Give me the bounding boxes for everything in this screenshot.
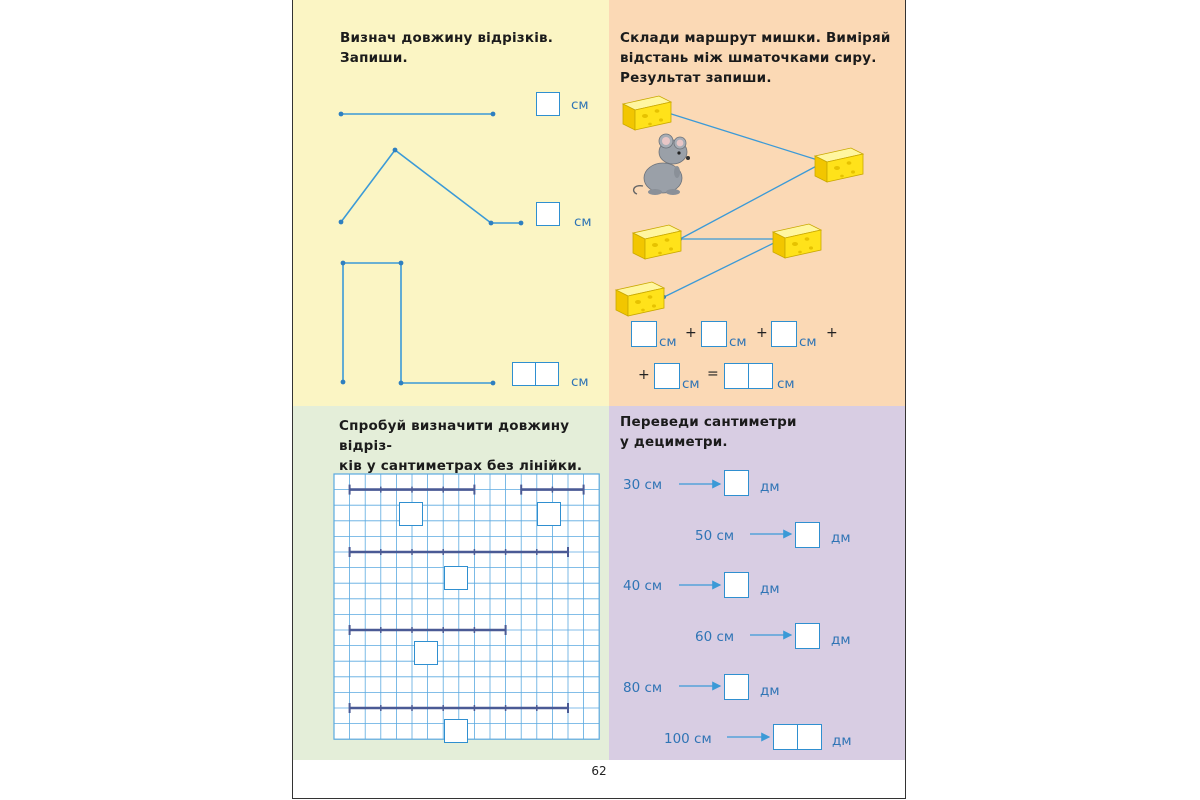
unit-label: см bbox=[777, 376, 795, 392]
answer-box[interactable] bbox=[795, 522, 820, 548]
answer-box-units[interactable] bbox=[797, 724, 822, 750]
answer-box[interactable] bbox=[536, 202, 560, 226]
unit-label: дм bbox=[760, 683, 780, 699]
answer-box[interactable] bbox=[795, 623, 820, 649]
unit-label: см bbox=[659, 334, 677, 350]
answer-box[interactable] bbox=[537, 502, 561, 526]
unit-label: см bbox=[799, 334, 817, 350]
cm-value: 50 см bbox=[695, 528, 735, 544]
task-cm-to-dm: Переведи сантиметри у дециметри. 30 см д… bbox=[609, 406, 905, 760]
unit-label: дм bbox=[832, 733, 852, 749]
cheese-icon bbox=[615, 281, 665, 317]
answer-box[interactable] bbox=[771, 321, 797, 347]
cm-value: 60 см bbox=[695, 629, 735, 645]
answer-box-tens[interactable] bbox=[724, 363, 749, 389]
answer-box-tens[interactable] bbox=[773, 724, 798, 750]
answer-box[interactable] bbox=[536, 92, 560, 116]
broken-line-segment-2 bbox=[342, 262, 493, 384]
cheese-icon bbox=[632, 224, 682, 260]
answer-box[interactable] bbox=[724, 470, 749, 496]
broken-line-segment bbox=[340, 148, 521, 224]
task-instruction: Визнач довжину відрізків. Запиши. bbox=[340, 30, 554, 66]
cheese-icon bbox=[772, 223, 822, 259]
answer-box[interactable] bbox=[444, 566, 468, 590]
task-grid-segments: Спробуй визначити довжину відріз- ків у … bbox=[293, 406, 609, 760]
equals-sign: = bbox=[707, 366, 719, 382]
answer-box-tens[interactable] bbox=[512, 362, 536, 386]
answer-box-units[interactable] bbox=[748, 363, 773, 389]
task-instruction: Спробуй визначити довжину відріз- ків у … bbox=[339, 418, 583, 474]
unit-label: см bbox=[571, 97, 589, 113]
unit-label: см bbox=[574, 214, 592, 230]
cheese-icon bbox=[622, 95, 672, 131]
plus-sign: + bbox=[826, 325, 838, 341]
unit-label: дм bbox=[831, 632, 851, 648]
plus-sign: + bbox=[685, 325, 697, 341]
cheese-icon bbox=[814, 147, 864, 183]
segments-drawing bbox=[338, 111, 524, 386]
answer-box[interactable] bbox=[444, 719, 468, 743]
task-mouse-route: Склади маршрут мишки. Виміряй відстань м… bbox=[609, 0, 905, 406]
plus-sign: + bbox=[756, 325, 768, 341]
answer-box[interactable] bbox=[654, 363, 680, 389]
cm-value: 30 см bbox=[623, 477, 663, 493]
plus-sign: + bbox=[638, 367, 650, 383]
unit-label: см bbox=[729, 334, 747, 350]
answer-box[interactable] bbox=[414, 641, 438, 665]
conversion-arrows bbox=[679, 479, 793, 742]
page-number: 62 bbox=[591, 764, 607, 778]
answer-box[interactable] bbox=[631, 321, 657, 347]
answer-box-units[interactable] bbox=[535, 362, 559, 386]
unit-label: дм bbox=[831, 530, 851, 546]
answer-box[interactable] bbox=[724, 572, 749, 598]
task-segment-length: Визнач довжину відрізків. Запиши. см см … bbox=[293, 0, 609, 406]
unit-label: см bbox=[571, 374, 589, 390]
cm-value: 100 см bbox=[664, 731, 712, 747]
workbook-page: Визнач довжину відрізків. Запиши. см см … bbox=[292, 0, 906, 799]
mouse-icon bbox=[632, 133, 690, 195]
answer-box[interactable] bbox=[399, 502, 423, 526]
cm-value: 80 см bbox=[623, 680, 663, 696]
answer-box[interactable] bbox=[724, 674, 749, 700]
route-drawing bbox=[615, 95, 864, 317]
cm-value: 40 см bbox=[623, 578, 663, 594]
unit-label: дм bbox=[760, 479, 780, 495]
unit-label: дм bbox=[760, 581, 780, 597]
task-instruction: Склади маршрут мишки. Виміряй відстань м… bbox=[620, 30, 891, 86]
unit-label: см bbox=[682, 376, 700, 392]
task-instruction: Переведи сантиметри у дециметри. bbox=[620, 414, 797, 450]
answer-box[interactable] bbox=[701, 321, 727, 347]
